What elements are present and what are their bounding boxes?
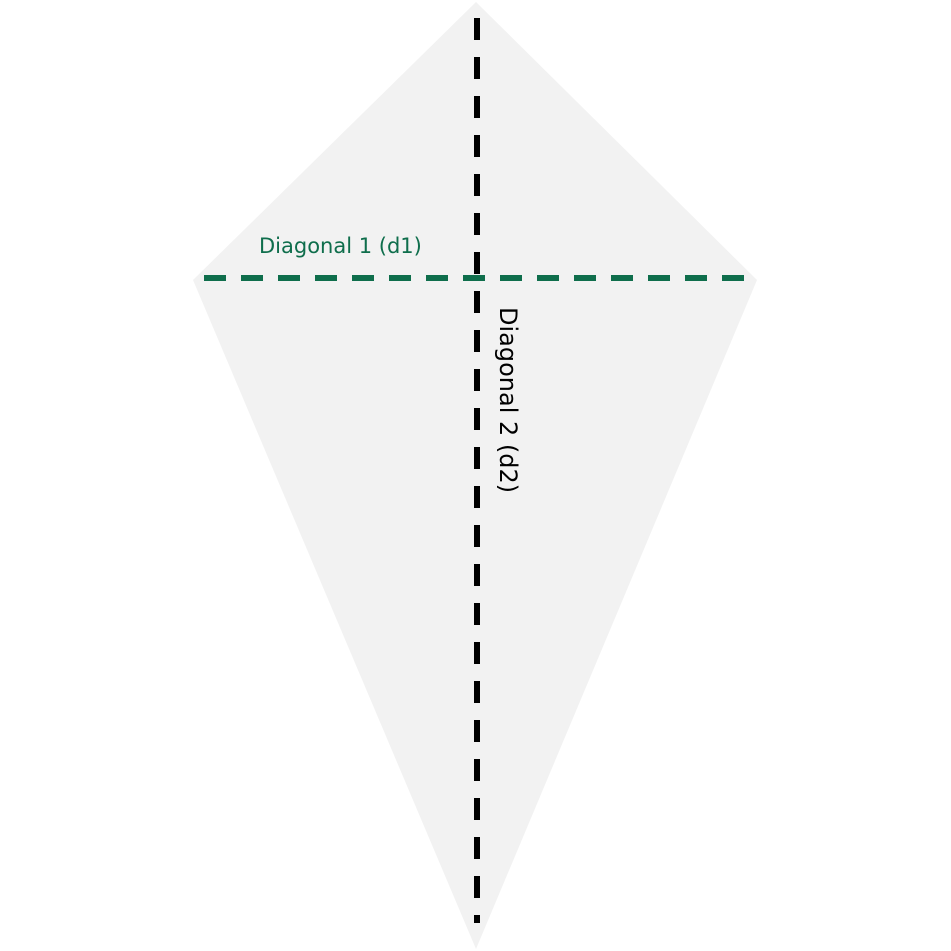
diagonal-2-label: Diagonal 2 (d2) — [494, 307, 522, 493]
diagonal-1-label: Diagonal 1 (d1) — [259, 234, 422, 258]
kite-shape — [193, 2, 757, 949]
